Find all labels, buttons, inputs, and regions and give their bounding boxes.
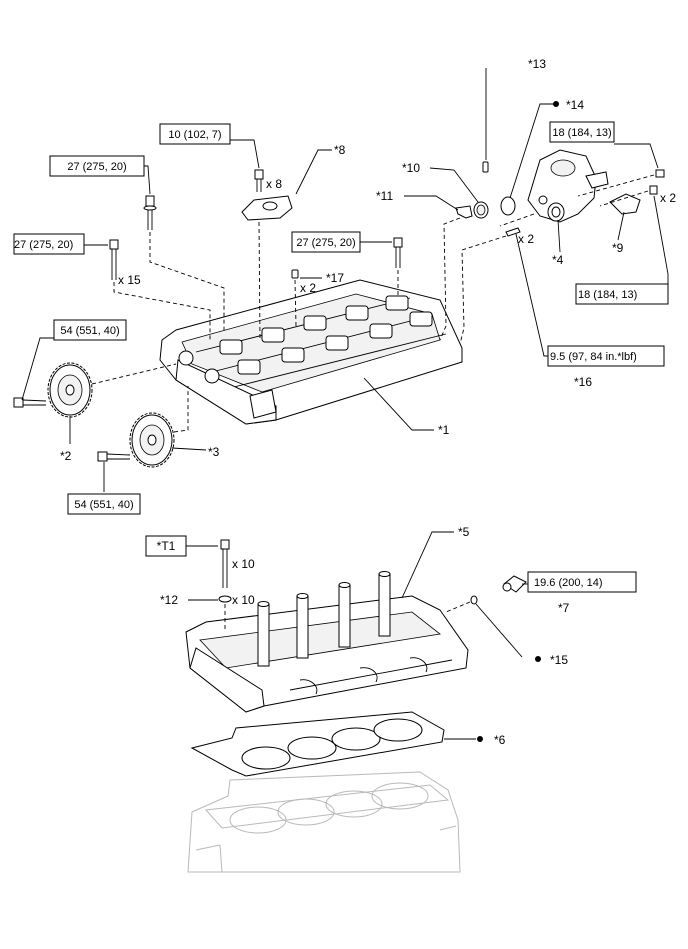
torque-spec-27-left: 27 (275, 20) bbox=[13, 233, 85, 255]
svg-text:54 (551, 40): 54 (551, 40) bbox=[74, 499, 133, 511]
svg-text:18 (184, 13): 18 (184, 13) bbox=[552, 127, 611, 139]
svg-text:10 (102, 7): 10 (102, 7) bbox=[168, 129, 221, 141]
qty-head-bolts: x 10 bbox=[232, 557, 255, 571]
torque-spec-54-upper: 54 (551, 40) bbox=[53, 319, 127, 341]
callout-1: *1 bbox=[438, 423, 450, 437]
qty-straight-pins: x 2 bbox=[300, 281, 316, 295]
torque-spec-27-upper-left: 27 (275, 20) bbox=[49, 155, 145, 177]
torque-spec-18-upper: 18 (184, 13) bbox=[549, 121, 615, 143]
callout-8: *8 bbox=[334, 143, 346, 157]
svg-text:27 (275, 20): 27 (275, 20) bbox=[296, 237, 355, 249]
camshaft-housing-bolt-c bbox=[393, 237, 403, 268]
callout-9: *9 bbox=[612, 241, 624, 255]
svg-text:27 (275, 20): 27 (275, 20) bbox=[67, 161, 126, 173]
bolt-18-upper bbox=[655, 169, 665, 178]
torque-spec-54-lower: 54 (551, 40) bbox=[67, 493, 141, 515]
stud-bolt-16 bbox=[505, 227, 521, 237]
pin-13 bbox=[482, 161, 489, 173]
svg-text:27 (275, 20): 27 (275, 20) bbox=[14, 239, 73, 251]
torque-spec-19-6: 19.6 (200, 14) bbox=[527, 571, 637, 593]
camshaft-timing-gear-bolt bbox=[13, 397, 47, 408]
non-reusable-part-dot bbox=[477, 736, 483, 742]
qty-stud-bolts: x 2 bbox=[518, 232, 534, 246]
camshaft-housing-bolt-15 bbox=[109, 239, 119, 280]
qty-bracket-bolts: x 2 bbox=[660, 191, 676, 205]
bolt-18-lower bbox=[649, 185, 658, 195]
callout-7: *7 bbox=[558, 601, 570, 615]
special-tool-t1: *T1 bbox=[145, 535, 187, 557]
callout-4: *4 bbox=[552, 253, 564, 267]
qty-washers: x 10 bbox=[232, 593, 255, 607]
torque-spec-27-middle: 27 (275, 20) bbox=[291, 231, 361, 253]
non-reusable-part-dot bbox=[553, 101, 559, 107]
o-ring-15 bbox=[470, 595, 478, 605]
callout-3: *3 bbox=[208, 445, 220, 459]
camshaft-bearing-cap bbox=[241, 195, 293, 221]
cylinder-head-bolt bbox=[220, 539, 230, 588]
torque-spec-9-5: 9.5 (97, 84 in.*lbf) bbox=[547, 345, 665, 367]
oil-pressure-switch-union bbox=[502, 575, 527, 593]
torque-spec-18-lower: 18 (184, 13) bbox=[575, 283, 669, 305]
camshaft-timing-sprocket-bolt bbox=[97, 451, 131, 462]
callout-12: *12 bbox=[160, 593, 178, 607]
straight-pin bbox=[291, 269, 299, 279]
callout-13: *13 bbox=[528, 57, 546, 71]
non-reusable-part-dot bbox=[535, 656, 541, 662]
svg-text:54 (551, 40): 54 (551, 40) bbox=[60, 325, 119, 337]
callout-2: *2 bbox=[60, 449, 72, 463]
svg-text:9.5 (97, 84 in.*lbf): 9.5 (97, 84 in.*lbf) bbox=[550, 351, 637, 363]
camshaft-housing-bolt-a bbox=[143, 195, 157, 230]
svg-text:*T1: *T1 bbox=[157, 539, 176, 553]
callout-14: *14 bbox=[566, 98, 584, 112]
svg-text:19.6 (200, 14): 19.6 (200, 14) bbox=[534, 577, 603, 589]
bearing-cap-bolt bbox=[254, 169, 264, 192]
qty-housing-bolts: x 15 bbox=[118, 273, 141, 287]
gasket-14 bbox=[500, 196, 516, 216]
callout-6: *6 bbox=[494, 733, 506, 747]
torque-spec-10-102-7: 10 (102, 7) bbox=[159, 123, 231, 145]
vacuum-pump bbox=[527, 149, 609, 223]
cylinder-head bbox=[185, 571, 469, 713]
callout-17: *17 bbox=[326, 271, 344, 285]
camshaft-timing-gear-2 bbox=[47, 362, 93, 418]
callout-10: *10 bbox=[402, 161, 420, 175]
callout-5: *5 bbox=[458, 525, 470, 539]
camshaft-housing bbox=[159, 279, 463, 425]
callout-15: *15 bbox=[550, 653, 568, 667]
cylinder-head-gasket bbox=[190, 711, 445, 777]
oil-seal-10 bbox=[473, 201, 489, 219]
qty-bearing-cap-bolts: x 8 bbox=[266, 177, 282, 191]
bracket-9 bbox=[609, 193, 641, 215]
bracket-11 bbox=[455, 205, 473, 219]
callout-11: *11 bbox=[376, 189, 393, 203]
callout-16: *16 bbox=[574, 375, 592, 389]
plate-washer bbox=[218, 595, 232, 603]
camshaft-timing-sprocket-3 bbox=[129, 412, 175, 468]
svg-text:18 (184, 13): 18 (184, 13) bbox=[578, 289, 637, 301]
cylinder-block-ghost bbox=[187, 771, 461, 873]
